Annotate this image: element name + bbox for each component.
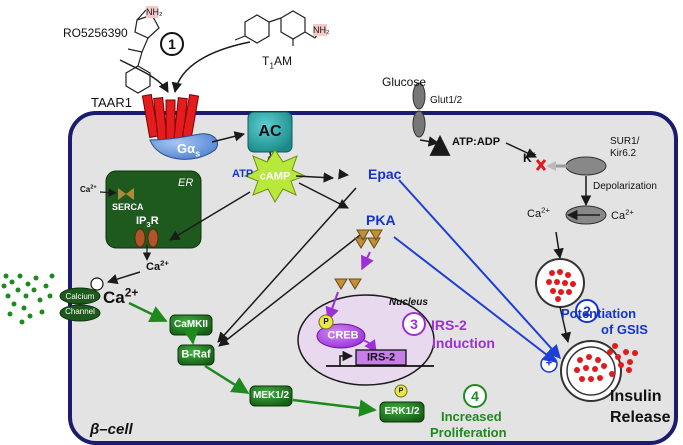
creb-phospho-label: P — [323, 317, 329, 326]
extracellular-calcium-dots — [1, 273, 55, 325]
ro5256390-structure — [125, 9, 160, 94]
sur1-label: SUR1/ — [610, 136, 640, 147]
atp-adp-label: ATP:ADP — [452, 136, 501, 148]
irs2-gene-label: IRS-2 — [366, 351, 396, 364]
ca-serca-label: Ca2+ — [80, 184, 97, 194]
taar1-label: TAAR1 — [91, 95, 132, 110]
ca-inside-label: Ca2+ — [527, 205, 550, 220]
step-3-badge — [402, 312, 426, 336]
k-plus-label: K+ — [523, 149, 537, 165]
insulin-granule-2 — [560, 340, 622, 402]
er-label: ER — [178, 177, 194, 189]
nucleus-label: Nucleus — [389, 297, 428, 308]
irs2-gene — [355, 349, 407, 366]
irs2-induction-line2: Induction — [432, 335, 495, 351]
step-1-badge — [160, 32, 184, 56]
t1am-structure — [234, 10, 321, 46]
erk-node — [379, 401, 425, 423]
serca-label: SERCA — [112, 202, 144, 212]
potentiation-line1: Potentiation — [561, 306, 637, 321]
irs2-induction-line1: IRS-2 — [431, 317, 467, 333]
calcium-channel-label: Calcium Channel — [65, 291, 95, 316]
creb-label: CREB — [327, 329, 359, 342]
ip3r-label: IP3R — [136, 215, 159, 230]
braf-label: B-Raf — [181, 348, 211, 361]
step-1-number: 1 — [168, 36, 176, 52]
t1am-label: T1AM — [262, 54, 293, 71]
insulin-label: Insulin — [610, 388, 662, 405]
ro-nh2-label: NH₂ — [146, 7, 163, 17]
release-label: Release — [610, 409, 671, 426]
mek-label: MEK1/2 — [252, 390, 290, 401]
mek-node — [249, 385, 293, 407]
camkii-label: CaMKII — [174, 319, 208, 330]
increased-line2: Proliferation — [430, 425, 507, 440]
g-alpha-s-label: Gαs — [177, 141, 201, 159]
glut-label: Glut1/2 — [430, 95, 463, 106]
atp-label: ATP — [232, 168, 254, 180]
step-2-number: 2 — [583, 303, 591, 319]
step-2-badge — [575, 299, 599, 323]
increased-line1: Increased — [441, 409, 502, 424]
ca-outside-label: Ca2+ — [611, 207, 634, 222]
insulin-dots-1 — [546, 269, 576, 302]
erk-label: ERK1/2 — [384, 406, 420, 417]
beta-cell-label: β–cell — [90, 421, 133, 438]
erk-phospho-label: P — [398, 387, 404, 395]
pka-holoenzyme — [354, 229, 383, 249]
insulin-release-dots — [574, 343, 638, 382]
t1am-nh2-label: NH₂ — [313, 25, 330, 35]
ac-label: AC — [258, 123, 282, 140]
kir-label: Kir6.2 — [610, 148, 637, 159]
potentiation-line2: of GSIS — [601, 322, 648, 337]
depolarization-label: Depolarization — [593, 181, 657, 192]
epac-label: Epac — [368, 166, 402, 182]
endoplasmic-reticulum — [105, 170, 202, 249]
creb-node — [316, 323, 366, 349]
step-3-number: 3 — [410, 316, 418, 332]
camp-label: cAMP — [259, 170, 291, 183]
beta-cell-membrane — [68, 111, 678, 445]
ro5256390-label: RO5256390 — [63, 26, 128, 40]
step-4-number: 4 — [471, 388, 479, 404]
camp-burst — [243, 149, 307, 204]
potentiation-plus: + — [545, 357, 553, 370]
pka-label: PKA — [366, 212, 396, 228]
braf-node — [177, 344, 215, 366]
calcium-influx-label: Ca2+ — [103, 285, 139, 307]
ca-er-release-label: Ca2+ — [146, 258, 169, 273]
step-4-badge — [463, 384, 487, 408]
glucose-label: Glucose — [382, 75, 427, 89]
